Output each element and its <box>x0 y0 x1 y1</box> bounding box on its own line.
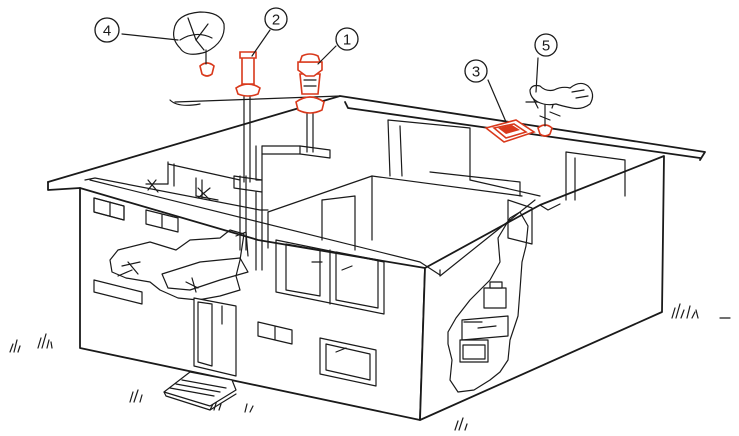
callout-3-number: 3 <box>472 64 480 81</box>
wall-cutaway-right <box>447 199 533 393</box>
callout-5: 5 <box>534 33 558 57</box>
callout-4: 4 <box>94 17 120 43</box>
callout-leaders <box>121 29 539 123</box>
front-steps <box>163 371 237 411</box>
callout-2: 2 <box>264 7 288 31</box>
grass-tufts <box>9 303 731 431</box>
interior-cutaway <box>84 119 626 277</box>
satellite-dish <box>173 11 225 77</box>
callout-2-number: 2 <box>272 12 280 29</box>
callout-3: 3 <box>464 59 488 83</box>
callout-1: 1 <box>335 27 359 51</box>
callout-1-number: 1 <box>343 32 351 49</box>
callout-5-number: 5 <box>542 38 550 55</box>
roof-vent-2 <box>235 51 261 97</box>
weather-vane <box>525 82 594 137</box>
callout-4-number: 4 <box>103 23 111 40</box>
roof-vent-1 <box>295 53 325 114</box>
roof-window <box>484 119 536 143</box>
windows-and-door <box>93 197 385 387</box>
ventilation-ducts <box>145 95 331 271</box>
